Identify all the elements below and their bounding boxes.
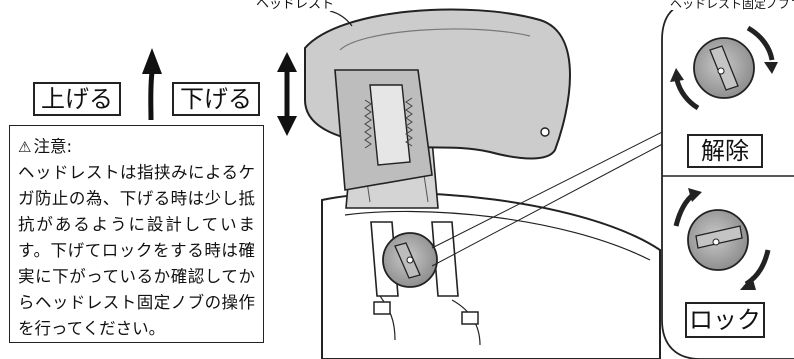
- raise-label: 上げる: [33, 82, 121, 116]
- mount-clip-left: [373, 301, 391, 315]
- double-arrow-icon: [277, 52, 297, 136]
- up-arrow-icon: [142, 48, 162, 121]
- headrest-screw: [540, 127, 550, 137]
- release-knob: [693, 37, 755, 99]
- warning-triangle-icon: ⚠: [18, 138, 32, 156]
- lock-label: ロック: [685, 302, 765, 338]
- caution-box: ⚠注意: ヘッドレストは指挟みによるケガ防止の為、下げる時は少し抵抗があるように…: [9, 125, 264, 343]
- lock-knob: [687, 209, 749, 271]
- caution-heading: ⚠注意:: [18, 134, 255, 160]
- headrest-slot: [369, 84, 411, 166]
- mount-clip-right: [461, 311, 479, 325]
- headrest-knob-label: ヘッドレスト固定ノブ: [668, 0, 793, 11]
- caution-body: ヘッドレストは指挟みによるケガ防止の為、下げる時は少し抵抗があるように設計してい…: [18, 163, 255, 338]
- rack-teeth-left: [364, 99, 372, 149]
- rotate-lock-icon: [673, 188, 771, 290]
- seat-knob: [382, 232, 438, 288]
- release-label: 解除: [687, 134, 763, 168]
- headrest-label: ヘッドレスト: [254, 0, 337, 12]
- caution-title: 注意:: [33, 137, 73, 156]
- lower-label: 下げる: [172, 82, 260, 116]
- rotate-release-icon: [670, 25, 778, 111]
- rack-teeth-right: [405, 97, 413, 147]
